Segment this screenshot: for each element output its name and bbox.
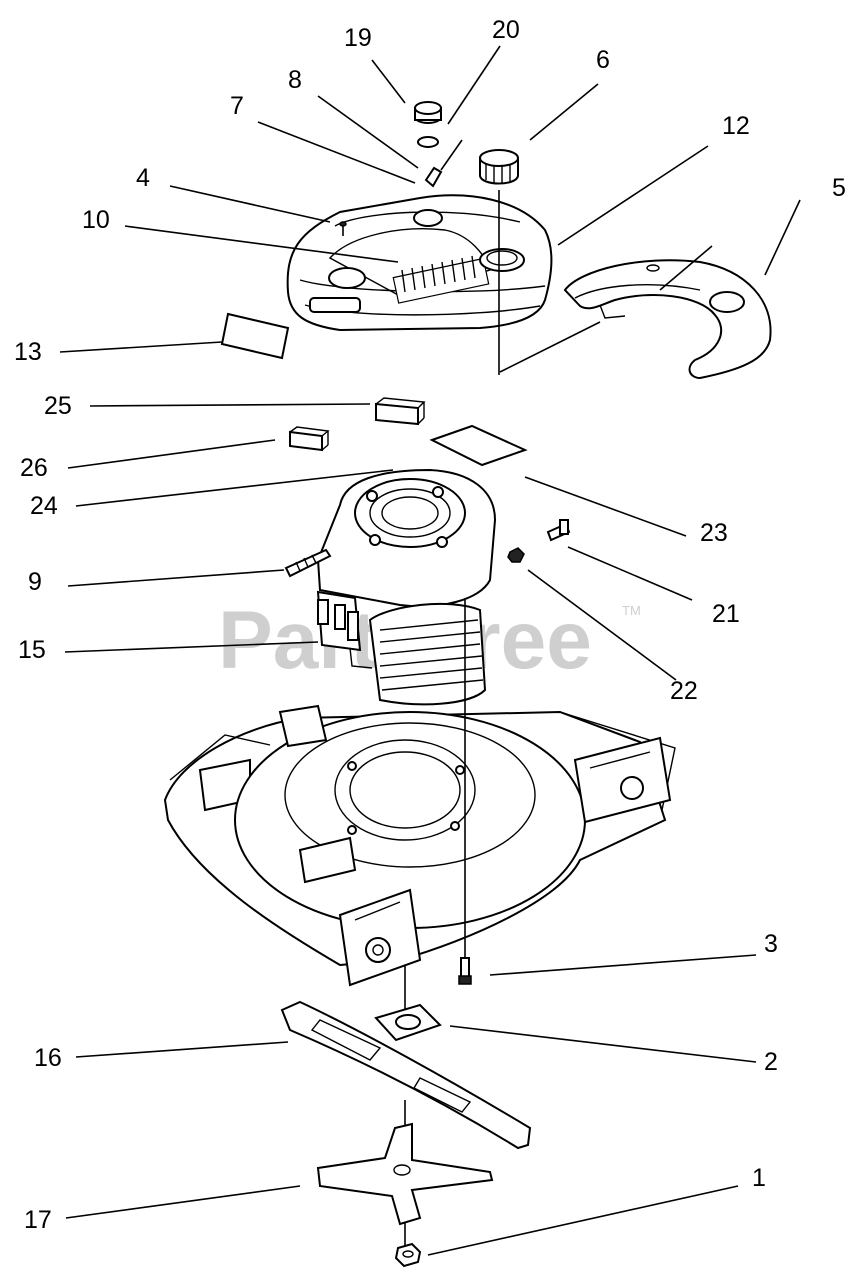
part-plate-23[interactable] (429, 424, 528, 467)
callout-8: 8 (288, 66, 302, 94)
callout-9: 9 (28, 568, 42, 596)
part-engine-shroud[interactable] (286, 194, 553, 332)
callout-labels: 19 20 8 6 7 12 4 5 10 13 25 26 24 23 9 2… (14, 16, 846, 1234)
part-cap-19[interactable] (414, 101, 442, 124)
part-oring-20[interactable] (417, 136, 439, 148)
callout-4: 4 (136, 164, 150, 192)
callout-16: 16 (34, 1044, 62, 1072)
part-engine-15[interactable] (316, 468, 497, 706)
callout-12: 12 (722, 112, 750, 140)
part-bolt-21[interactable] (546, 519, 571, 542)
part-decal-13[interactable] (220, 312, 290, 360)
callout-24: 24 (30, 492, 58, 520)
part-bolt-3[interactable] (458, 957, 472, 985)
callout-23: 23 (700, 519, 728, 547)
callout-15: 15 (18, 636, 46, 664)
callout-6: 6 (596, 46, 610, 74)
callout-26: 26 (20, 454, 48, 482)
shroud-grille (392, 255, 490, 304)
callout-20: 20 (492, 16, 520, 44)
part-foam-26[interactable] (289, 426, 330, 452)
callout-3: 3 (764, 930, 778, 958)
part-dipstick-7[interactable] (424, 139, 463, 188)
callout-5: 5 (832, 174, 846, 202)
part-adapter-2[interactable] (374, 1003, 442, 1042)
part-foam-25[interactable] (375, 397, 426, 426)
part-fuel-cap-6[interactable] (479, 149, 519, 185)
watermark-tm: TM (622, 603, 641, 618)
leader-tank-tie (499, 321, 601, 373)
callout-17: 17 (24, 1206, 52, 1234)
callout-7: 7 (230, 92, 244, 120)
callout-19: 19 (344, 24, 372, 52)
callout-21: 21 (712, 600, 740, 628)
callout-10: 10 (82, 206, 110, 234)
callout-1: 1 (752, 1164, 766, 1192)
callout-13: 13 (14, 338, 42, 366)
part-fuel-tank-5[interactable] (563, 259, 772, 380)
part-screw-4[interactable] (339, 221, 347, 236)
part-mower-deck[interactable] (163, 704, 676, 987)
part-blade-16[interactable] (280, 1000, 532, 1150)
part-nut-1[interactable] (394, 1242, 422, 1268)
leader-lines (59, 45, 801, 1256)
part-nut-22[interactable] (507, 547, 525, 563)
callout-22: 22 (670, 677, 698, 705)
part-blade-adapter-17[interactable] (316, 1122, 494, 1226)
callout-2: 2 (764, 1048, 778, 1076)
callout-25: 25 (44, 392, 72, 420)
part-spark-plug-9[interactable] (284, 548, 332, 578)
